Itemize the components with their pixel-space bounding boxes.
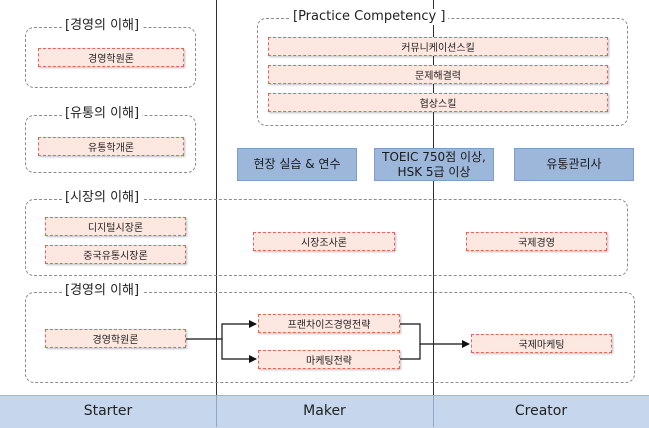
stage-footer-bar <box>0 395 649 428</box>
course-marketing-strategy[interactable]: 마케팅전략 <box>258 350 400 369</box>
course-digital-market[interactable]: 디지털시장론 <box>45 217 186 236</box>
course-negotiation-skill[interactable]: 협상스킬 <box>268 93 608 112</box>
column-divider-1 <box>216 0 217 427</box>
highlight-toeic-text: TOEIC 750점 이상, <box>382 149 486 164</box>
course-communication-skill[interactable]: 커뮤니케이션스킬 <box>268 37 608 56</box>
course-market-research[interactable]: 시장조사론 <box>253 232 395 251</box>
course-intro-to-distribution[interactable]: 유통학개론 <box>38 137 184 156</box>
connector-marketing-to-intl-marketing <box>400 344 421 360</box>
group-starter-management-label: [경영의 이해] <box>62 18 143 34</box>
group-market-understanding <box>25 199 628 276</box>
connector-mgmt-to-franchise <box>186 320 257 340</box>
highlight-language-requirements: TOEIC 750점 이상, HSK 5급 이상 <box>374 148 494 181</box>
footer-divider-2 <box>433 395 434 427</box>
group-management-advanced <box>25 292 635 383</box>
stage-creator-label: Creator <box>514 403 568 419</box>
course-china-distribution-market[interactable]: 중국유통시장론 <box>45 245 186 264</box>
column-divider-2 <box>433 0 434 427</box>
course-problem-solving[interactable]: 문제해결력 <box>268 65 608 84</box>
course-international-marketing[interactable]: 국제마케팅 <box>471 334 612 353</box>
footer-divider-1 <box>216 395 217 427</box>
connector-franchise-to-intl-marketing <box>400 323 470 348</box>
group-market-understanding-label: [시장의 이해] <box>62 190 143 206</box>
course-principles-of-management[interactable]: 경영학원론 <box>38 48 184 67</box>
highlight-hsk-text: HSK 5급 이상 <box>397 164 471 179</box>
group-practice-competency-label: [Practice Competency ] <box>290 9 449 25</box>
highlight-field-training: 현장 실습 & 연수 <box>237 148 357 181</box>
stage-maker-label: Maker <box>303 403 346 419</box>
stage-starter-label: Starter <box>83 403 133 419</box>
course-principles-of-management-2[interactable]: 경영학원론 <box>45 329 186 348</box>
group-starter-distribution-label: [유통의 이해] <box>62 106 143 122</box>
highlight-distribution-manager: 유통관리사 <box>514 148 634 181</box>
course-franchise-strategy[interactable]: 프랜차이즈경영전략 <box>258 314 400 333</box>
course-international-management[interactable]: 국제경영 <box>466 232 607 251</box>
connector-mgmt-to-marketing <box>221 339 257 363</box>
group-management-advanced-label: [경영의 이해] <box>62 283 143 299</box>
